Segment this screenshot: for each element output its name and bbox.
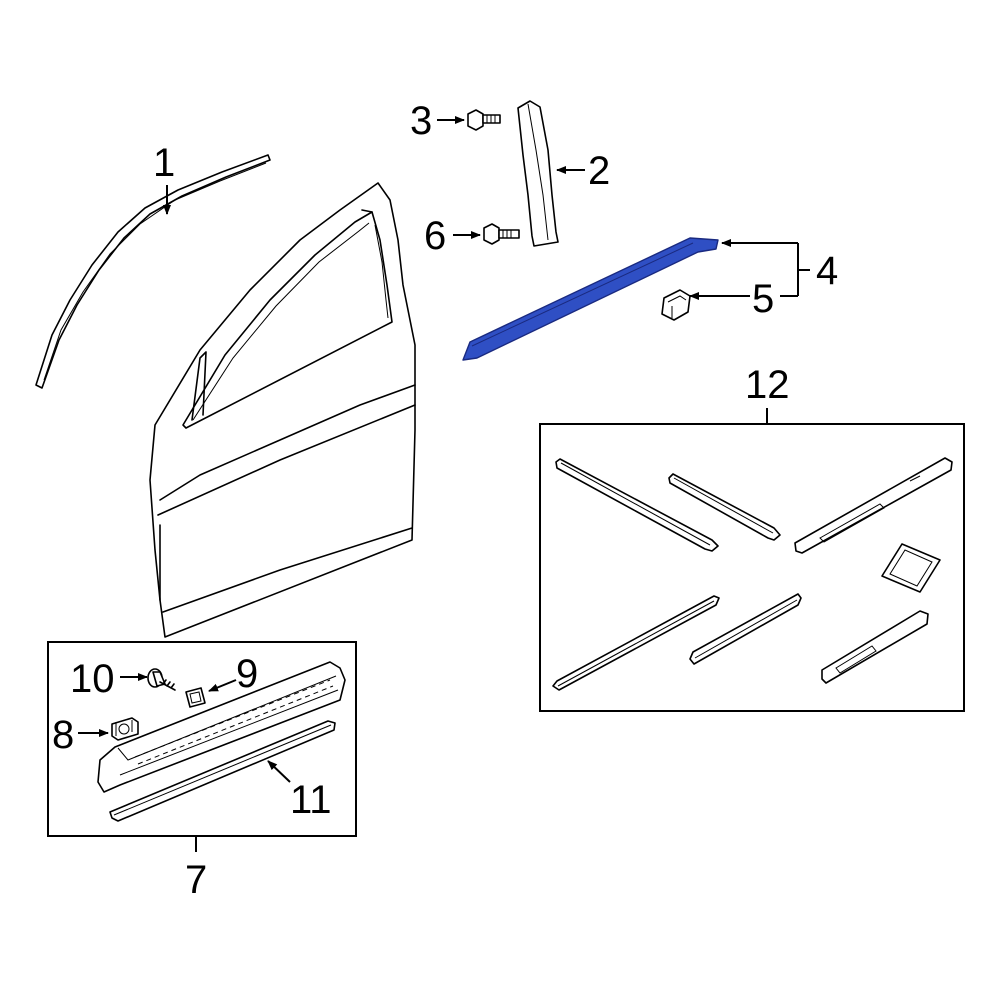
callout-3: 3 xyxy=(410,99,432,143)
part-4-belt-molding[interactable] xyxy=(462,237,719,361)
kit-box-12 xyxy=(539,423,965,712)
callout-7: 7 xyxy=(185,858,207,902)
callout-9: 9 xyxy=(236,652,258,696)
callout-5: 5 xyxy=(752,277,774,321)
part-6-bolt[interactable] xyxy=(483,223,520,245)
callout-2: 2 xyxy=(588,149,610,193)
callout-11: 11 xyxy=(290,778,332,822)
callout-4: 4 xyxy=(816,249,838,293)
callout-12: 12 xyxy=(745,363,790,407)
part-9-clip[interactable] xyxy=(185,687,206,708)
part-10-screw[interactable] xyxy=(147,668,176,691)
door-lower-molding[interactable] xyxy=(97,661,346,793)
callout-6: 6 xyxy=(424,214,446,258)
callout-8: 8 xyxy=(52,713,74,757)
part-3-bolt[interactable] xyxy=(467,109,501,131)
callout-10: 10 xyxy=(70,657,115,701)
part-2-pillar-garnish[interactable] xyxy=(517,100,559,247)
front-door xyxy=(149,182,416,638)
part-11-molding-strip[interactable] xyxy=(109,720,336,822)
leader-9 xyxy=(208,679,237,692)
part-8-fastener[interactable] xyxy=(111,717,139,741)
leader-11 xyxy=(267,760,291,783)
part-1-frame-molding[interactable] xyxy=(35,154,271,389)
part-5-clip[interactable] xyxy=(661,289,691,321)
kit-box-7 xyxy=(47,641,357,837)
part-12-kit-pieces[interactable] xyxy=(552,457,953,691)
callout-1: 1 xyxy=(153,141,175,185)
